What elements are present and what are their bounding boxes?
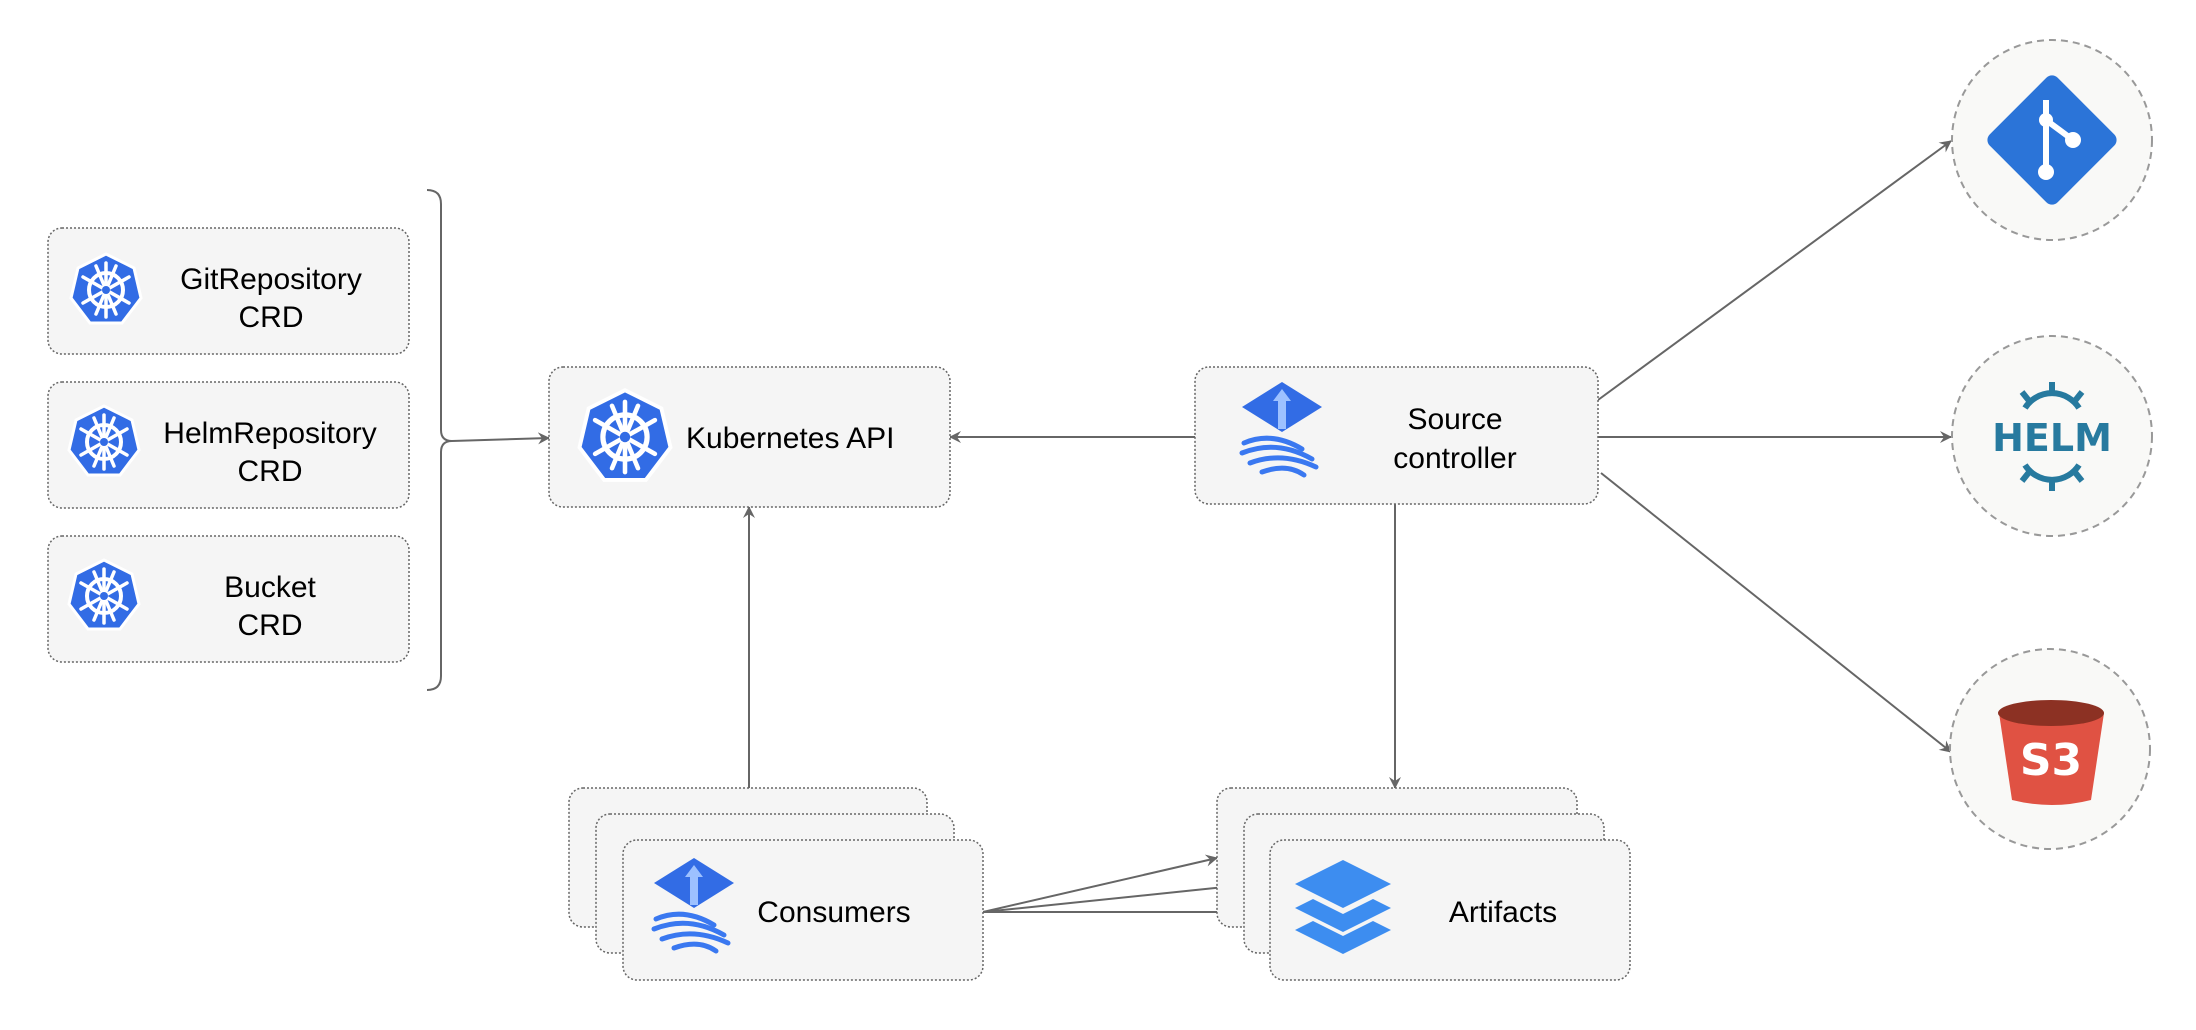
artifacts-node[interactable]: Artifacts [1216,787,1631,981]
node-label: CRD [238,609,303,642]
edges [426,140,1952,918]
source-controller-node[interactable]: Source controller [1194,366,1599,505]
node-label: CRD [239,301,304,334]
node-label: Consumers [757,896,910,929]
bucket-crd-node[interactable]: Bucket CRD [47,535,410,663]
s3-source-node[interactable]: S3 [1949,648,2151,850]
node-label: Artifacts [1449,896,1557,929]
node-label: CRD [238,455,303,488]
helm-repository-crd-node[interactable]: HelmRepository CRD [47,381,410,509]
edge-source-controller-to-s3 [1600,472,1952,753]
helm-icon: HELM [1992,382,2112,491]
node-label: GitRepository [180,263,362,296]
edge-consumers-to-artifacts-2 [982,880,1245,913]
helm-source-node[interactable]: HELM [1951,335,2153,537]
git-source-node[interactable] [1951,39,2153,241]
node-label: HelmRepository [163,417,376,450]
git-repository-crd-node[interactable]: GitRepository CRD [47,227,410,355]
svg-text:HELM: HELM [1992,416,2112,460]
node-label: Kubernetes API [686,422,894,455]
edge-consumers-to-artifacts-1 [982,854,1218,913]
consumers-node[interactable]: Consumers [568,787,984,981]
node-label: Bucket [224,571,316,604]
edge-source-controller-to-git [1597,140,1952,401]
kubernetes-api-node[interactable]: Kubernetes API [548,366,951,508]
svg-text:S3: S3 [2020,735,2082,786]
edge-crds-to-kubernetes-api [451,432,550,445]
node-label: Source [1407,403,1502,436]
node-label: controller [1393,442,1516,475]
git-icon [1987,75,2117,205]
s3-bucket-icon: S3 [1998,700,2104,805]
crd-brace [426,189,453,691]
